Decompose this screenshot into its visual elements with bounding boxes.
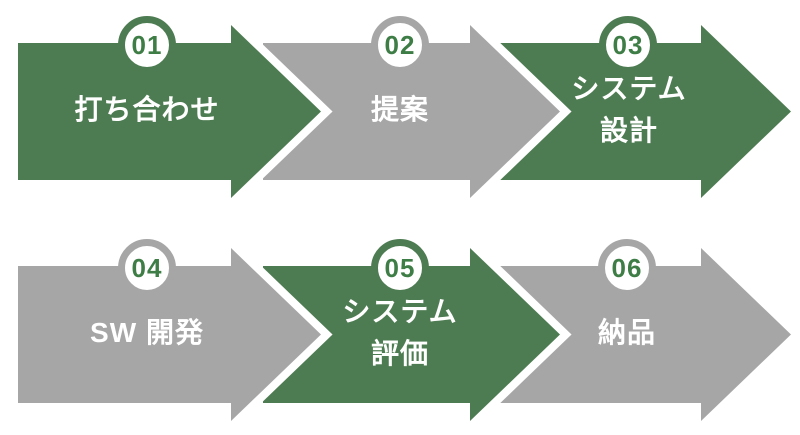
arrow-shape-step-06	[492, 229, 800, 435]
step-number: 04	[131, 252, 163, 283]
step-number: 03	[612, 29, 644, 60]
step-badge-01: 01	[118, 16, 176, 74]
step-label-01: 打ち合わせ	[74, 89, 219, 131]
arrow-shape-step-02	[255, 6, 572, 217]
step-label-06: 納品	[598, 312, 656, 354]
step-number: 02	[384, 29, 416, 60]
step-badge-06: 06	[598, 239, 656, 297]
arrow-shape-step-05	[255, 229, 572, 435]
step-badge-02: 02	[371, 16, 429, 74]
step-label-line: 評価	[370, 338, 430, 369]
step-badge-05: 05	[371, 239, 429, 297]
step-number: 06	[611, 252, 643, 283]
step-badge-04: 04	[118, 239, 176, 297]
step-label-line: 設計	[599, 115, 659, 146]
step-label-line: システム	[571, 73, 687, 104]
step-badge-03: 03	[599, 16, 657, 74]
step-number: 05	[384, 252, 416, 283]
arrow-shape-step-03	[492, 6, 800, 217]
arrow-shape-step-01	[10, 6, 333, 217]
step-label-03: システム 設計	[571, 68, 686, 152]
arrow-shape-step-04	[10, 229, 333, 435]
step-number: 01	[131, 29, 163, 60]
step-label-05: システム 評価	[342, 291, 457, 375]
step-label-line: 納品	[597, 317, 657, 348]
step-label-02: 提案	[371, 89, 429, 131]
step-label-line: 提案	[370, 94, 430, 125]
step-label-line: SW 開発	[90, 317, 204, 348]
step-label-line: 打ち合わせ	[74, 94, 220, 125]
step-label-line: システム	[342, 296, 458, 327]
step-label-04: SW 開発	[90, 312, 204, 354]
